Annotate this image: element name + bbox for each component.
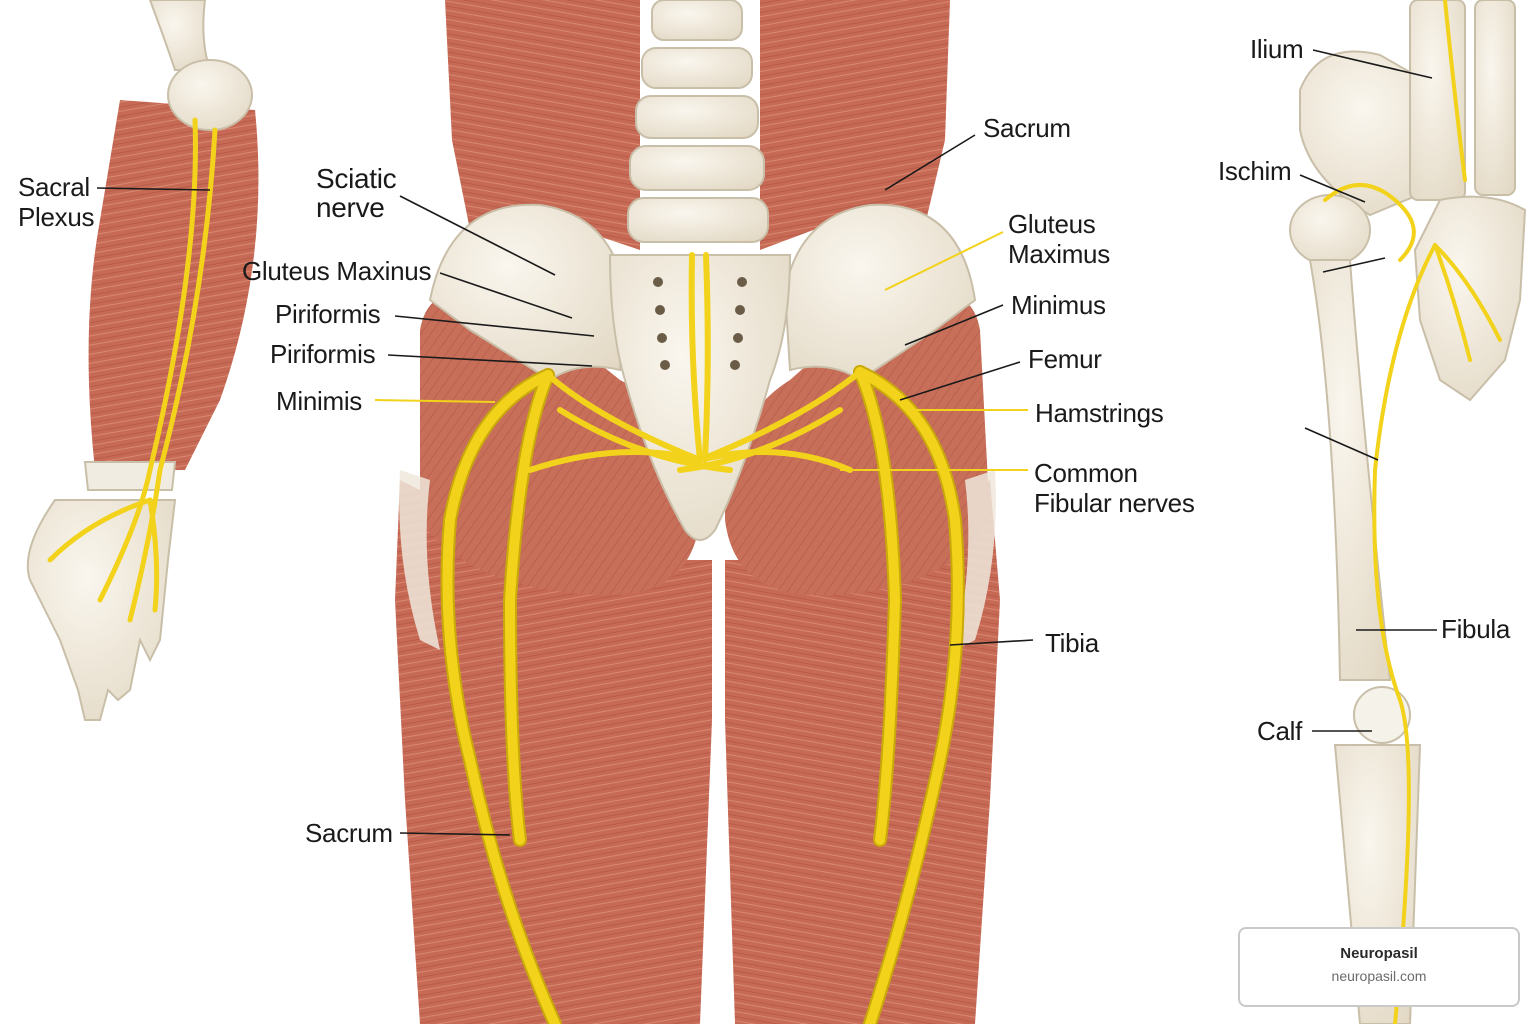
femur-head: [1289, 194, 1371, 266]
right-gluteus: [725, 290, 990, 596]
label-piriformis-1: Piriformis: [275, 299, 381, 329]
label-tibia: Tibia: [1045, 628, 1099, 658]
arm-nerve-paths: [47, 117, 218, 623]
brand-url[interactable]: neuropasil.com: [1331, 968, 1427, 984]
label-femur: Femur: [1028, 344, 1102, 374]
label-sacral-plexus: Sacral Plexus: [18, 172, 95, 232]
central-posterior-view: [395, 0, 1000, 1024]
patella: [1353, 686, 1411, 744]
right-ilium-bone: [783, 203, 977, 382]
label-ischim: Ischim: [1218, 156, 1292, 186]
label-ilium: Ilium: [1250, 34, 1304, 64]
label-common-fibular-nerves: Common Fibular nerves: [1034, 458, 1195, 518]
label-piriformis-2: Piriformis: [270, 339, 376, 369]
sacrum-bone: [608, 254, 792, 541]
label-minimis: Minimis: [276, 386, 363, 416]
back-muscles-left: [445, 0, 640, 250]
label-sacrum-top: Sacrum: [983, 113, 1071, 143]
label-calf: Calf: [1257, 716, 1303, 746]
right-it-band: [955, 470, 996, 650]
label-gluteus-maxinus: Gluteus Maxinus: [242, 256, 432, 286]
left-gluteus: [420, 290, 700, 596]
forearm-muscles: [88, 100, 259, 470]
right-thigh-muscles: [725, 480, 1000, 1024]
nerve-leader-lines: [374, 231, 1028, 471]
brand-name: Neuropasil: [1340, 945, 1418, 962]
label-fibula: Fibula: [1441, 614, 1511, 644]
left-ilium-bone: [428, 203, 627, 382]
brand-card: Neuropasil neuropasil.com: [1238, 927, 1520, 1007]
label-hamstrings: Hamstrings: [1035, 398, 1164, 428]
foot-bones: [1413, 195, 1527, 402]
left-thigh-muscles: [395, 480, 712, 1024]
label-minimus: Minimus: [1011, 290, 1106, 320]
spine-column-2: [1474, 0, 1516, 196]
left-it-band: [399, 470, 440, 650]
right-leg-view: [1289, 0, 1527, 1024]
left-arm-view: [26, 0, 259, 721]
elbow-joint: [167, 59, 253, 131]
back-muscles-right: [760, 0, 950, 250]
hand-bones: [26, 499, 177, 721]
leg-nerve-paths: [1323, 0, 1502, 1024]
label-sciatic-nerve: Sciatic nerve: [316, 163, 397, 223]
label-sacrum-bottom: Sacrum: [305, 818, 393, 848]
label-gluteus-maximus: Gluteus Maximus: [1008, 209, 1110, 269]
sciatic-nerve-paths: [440, 252, 965, 1024]
femur-bone: [1308, 259, 1392, 681]
upper-arm-bone: [148, 0, 212, 71]
leader-lines: [96, 49, 1437, 836]
lumbar-spine: [627, 0, 769, 243]
sacral-foramina: [653, 277, 747, 370]
